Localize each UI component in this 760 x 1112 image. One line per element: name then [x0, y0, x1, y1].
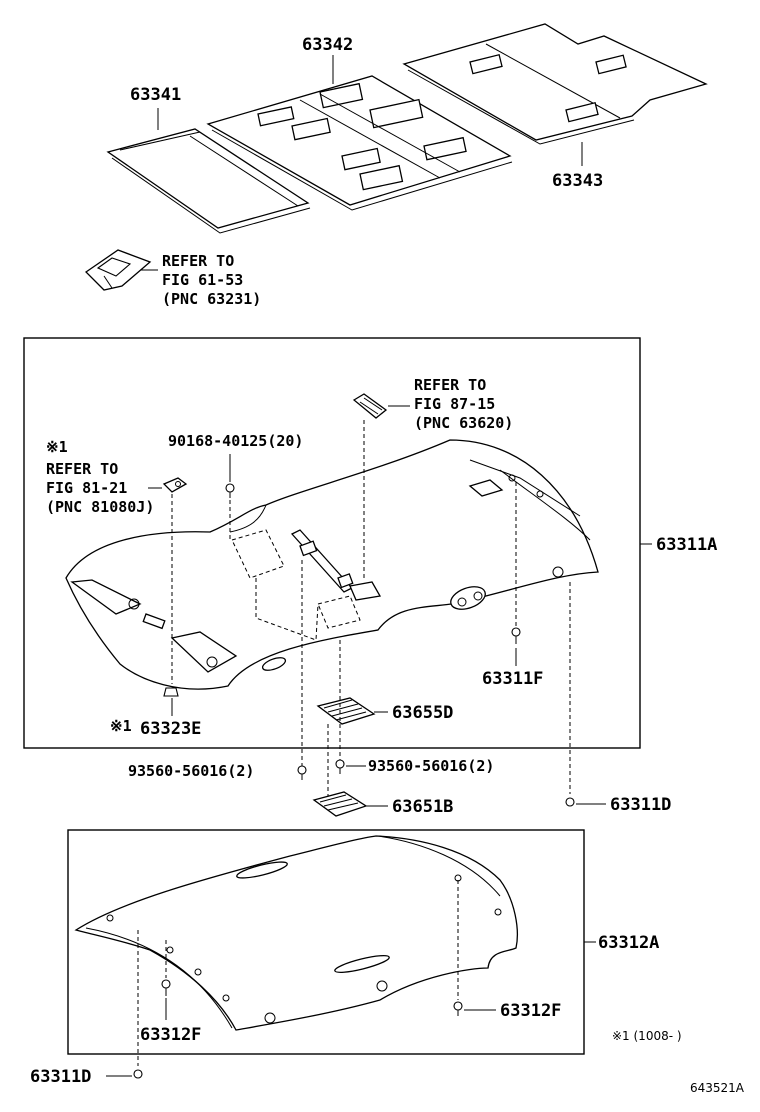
- note-mark-top: ※1: [46, 438, 68, 456]
- label-63312A: 63312A: [598, 933, 659, 953]
- ref1-line1: REFER TO: [162, 252, 234, 270]
- screw-93560-right[interactable]: [335, 759, 345, 774]
- connector-fig-81-21: [162, 477, 188, 493]
- silencer-pad-63341[interactable]: [106, 128, 311, 234]
- ref1-line2: FIG 61-53: [162, 271, 243, 289]
- ref2-line1: REFER TO: [414, 376, 486, 394]
- label-63312F-right: 63312F: [500, 1001, 561, 1021]
- ref1-line3: (PNC 63231): [162, 290, 261, 308]
- clip-63311F[interactable]: [511, 627, 521, 644]
- ref3-line3: (PNC 81080J): [46, 498, 154, 516]
- screw-93560-left[interactable]: [297, 765, 307, 780]
- clip-63323E[interactable]: [163, 687, 179, 697]
- bracket-fig-61-53: [84, 249, 152, 291]
- grille-63655D[interactable]: [316, 697, 376, 725]
- ref2-line2: FIG 87-15: [414, 395, 495, 413]
- clip-63312F-right[interactable]: [453, 1001, 463, 1016]
- grille-63651B[interactable]: [312, 791, 368, 817]
- figure-code: 643521A: [690, 1081, 745, 1095]
- label-63311F: 63311F: [482, 669, 543, 689]
- label-63312F-left: 63312F: [140, 1025, 201, 1045]
- headliner-63311A[interactable]: [65, 439, 599, 690]
- assembly-box-63311A: [23, 337, 641, 749]
- label-93560-left: 93560-56016(2): [128, 762, 254, 780]
- ref3-line1: REFER TO: [46, 460, 118, 478]
- label-63651B: 63651B: [392, 797, 453, 817]
- connector-fig-87-15: [352, 393, 388, 419]
- clip-90168[interactable]: [225, 483, 235, 498]
- headliner-63312A[interactable]: [74, 835, 518, 1031]
- label-63342: 63342: [302, 35, 353, 55]
- label-63323E-mark: ※1: [110, 717, 132, 735]
- label-63323E: 63323E: [140, 719, 201, 739]
- label-63655D: 63655D: [392, 703, 453, 723]
- label-63311A: 63311A: [656, 535, 717, 555]
- footnote: ※1 (1008- ): [612, 1029, 682, 1043]
- label-93560-right: 93560-56016(2): [368, 757, 494, 775]
- label-63343: 63343: [552, 171, 603, 191]
- clip-63312F-left[interactable]: [161, 979, 171, 996]
- clip-63311D-right[interactable]: [565, 797, 575, 807]
- label-63311D-bottom: 63311D: [30, 1067, 91, 1087]
- ref3-line2: FIG 81-21: [46, 479, 127, 497]
- clip-63311D-bottom[interactable]: [133, 1069, 143, 1079]
- label-63341: 63341: [130, 85, 181, 105]
- silencer-pad-63343[interactable]: [402, 23, 708, 145]
- silencer-pad-63342[interactable]: [206, 75, 513, 211]
- label-63311D-right: 63311D: [610, 795, 671, 815]
- label-90168: 90168-40125(20): [168, 432, 303, 450]
- ref2-line3: (PNC 63620): [414, 414, 513, 432]
